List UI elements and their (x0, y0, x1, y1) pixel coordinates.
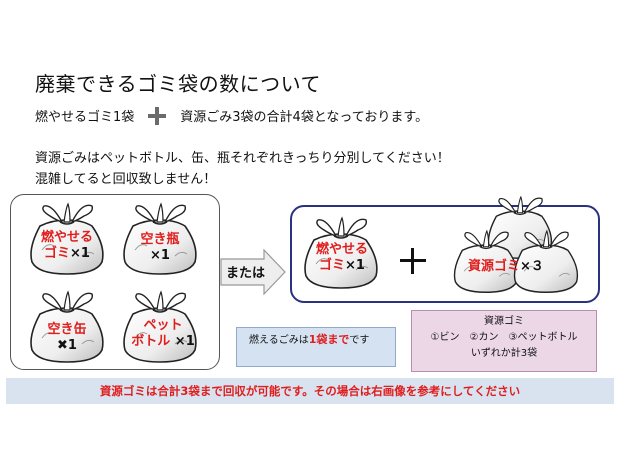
bag-label: 燃やせる ゴミ×1 (40, 230, 93, 261)
mixed-note: 混雑してると回収致しません！ (35, 172, 217, 187)
separation-note: 資源ごみはペットボトル、缶、瓶それぞれきっちり分別してください！ (35, 151, 450, 166)
pet-bottle-bag: ペット ボトル ×1 (115, 284, 205, 364)
bag-label: ペット ボトル ×1 (131, 318, 195, 349)
resource-bag-label: 資源ゴミ×３ (468, 259, 544, 274)
resource-count-text: 資源ごみ3袋の合計4袋となっております。 (180, 110, 429, 125)
burnable-count-text: 燃やせるゴミ1袋 (35, 110, 135, 125)
burnable-bag: 燃やせる ゴミ×1 (22, 196, 112, 276)
bottle-bag: 空き瓶 ×1 (115, 196, 205, 276)
burnable-bag-alt: 燃やせる ゴミ×1 (296, 210, 386, 290)
bag-label: 燃やせる ゴミ×1 (315, 242, 368, 273)
arrow-right-icon (220, 249, 286, 295)
burnable-limit-note: 燃えるごみは1袋までです (236, 327, 396, 367)
bag-label: 空き缶 ✖1 (47, 322, 87, 353)
plus-icon (148, 106, 167, 125)
page-title: 廃棄できるゴミ袋の数について (35, 72, 321, 96)
resource-limit-note: 資源ゴミ ①ビン ②カン ③ペットボトル いずれか計3袋 (411, 310, 597, 372)
alternative-option (290, 205, 600, 303)
or-label: または (226, 266, 266, 281)
summary-line: 燃やせるゴミ1袋 資源ごみ3袋の合計4袋となっております。 (35, 106, 428, 125)
notice-banner: 資源ゴミは合計3袋まで回収が可能です。その場合は右画像を参考にしてください (6, 378, 614, 404)
bag-label: 空き瓶 ×1 (140, 232, 180, 263)
warning-text: 資源ごみはペットボトル、缶、瓶それぞれきっちり分別してください！ 混雑してると回… (35, 148, 450, 190)
plus-icon (400, 248, 426, 274)
can-bag: 空き缶 ✖1 (22, 284, 112, 364)
